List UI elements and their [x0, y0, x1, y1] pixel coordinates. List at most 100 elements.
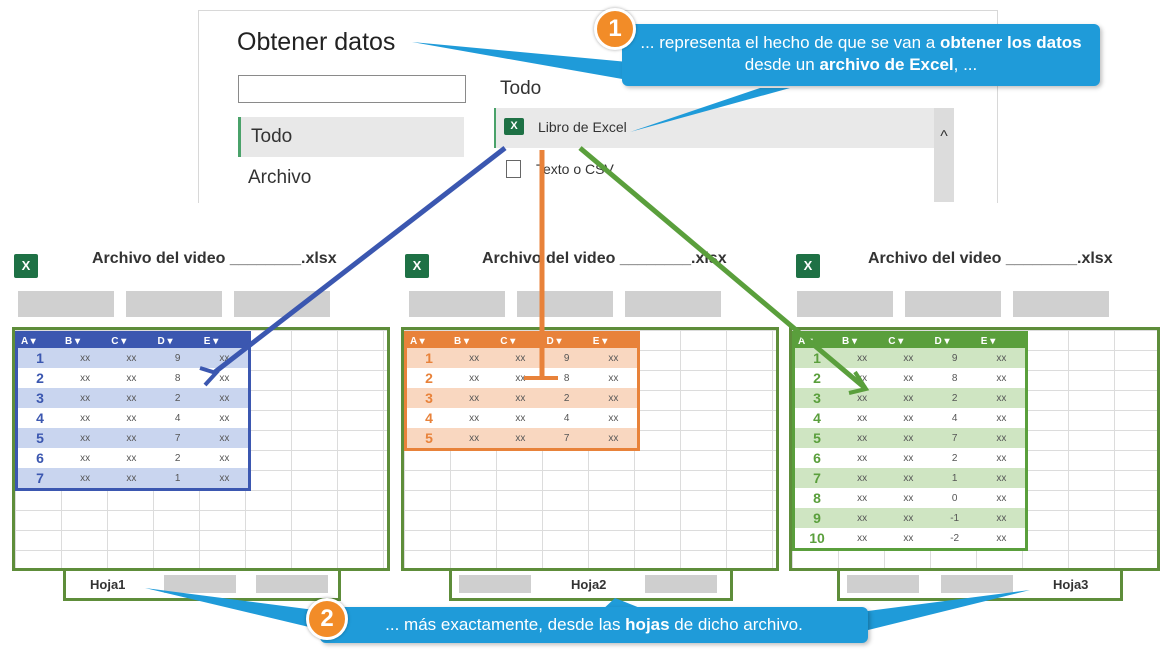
table-cell[interactable]: xx — [469, 352, 480, 364]
sheet-tab[interactable] — [459, 575, 531, 593]
search-input[interactable] — [238, 75, 466, 103]
table-cell[interactable]: xx — [903, 452, 914, 464]
table-cell[interactable]: xx — [608, 432, 619, 444]
table-cell[interactable]: xx — [857, 452, 868, 464]
table-cell[interactable]: xx — [219, 412, 230, 424]
table-cell[interactable]: xx — [857, 372, 868, 384]
table-cell[interactable]: xx — [903, 532, 914, 544]
table-cell[interactable]: 9 — [563, 352, 570, 364]
column-header[interactable]: B ▾ — [62, 332, 109, 348]
table-cell[interactable]: xx — [126, 432, 137, 444]
table-cell[interactable]: 2 — [425, 370, 433, 386]
sheet-tab-hoja2[interactable]: Hoja2 — [571, 577, 607, 592]
table-cell[interactable]: xx — [857, 532, 868, 544]
table-cell[interactable]: 9 — [813, 510, 821, 526]
table-cell[interactable]: xx — [857, 392, 868, 404]
table-cell[interactable]: -1 — [950, 512, 960, 524]
category-todo[interactable]: Todo — [238, 117, 464, 157]
table-cell[interactable]: 4 — [563, 412, 570, 424]
column-header[interactable]: E ▾ — [200, 332, 250, 348]
table-cell[interactable]: xx — [126, 412, 137, 424]
table-cell[interactable]: 5 — [425, 430, 433, 446]
table-cell[interactable]: 3 — [425, 390, 433, 406]
table-cell[interactable]: 4 — [174, 412, 181, 424]
table-cell[interactable]: xx — [469, 432, 480, 444]
table-cell[interactable]: xx — [515, 352, 526, 364]
list-item-excel-workbook[interactable]: X Libro de Excel — [494, 108, 934, 148]
table-cell[interactable]: xx — [219, 432, 230, 444]
table-cell[interactable]: 2 — [563, 392, 570, 404]
table-cell[interactable]: xx — [903, 472, 914, 484]
table-cell[interactable]: xx — [857, 412, 868, 424]
sheet-tab[interactable] — [164, 575, 236, 593]
table-cell[interactable]: 4 — [951, 412, 958, 424]
table-cell[interactable]: xx — [126, 452, 137, 464]
table-cell[interactable]: xx — [80, 352, 91, 364]
table-cell[interactable]: xx — [80, 452, 91, 464]
category-archivo[interactable]: Archivo — [238, 158, 464, 198]
table-cell[interactable]: 9 — [174, 352, 181, 364]
column-header[interactable]: A ▾ — [405, 332, 451, 348]
column-header[interactable]: E ▾ — [977, 332, 1027, 348]
column-header[interactable]: E ▾ — [589, 332, 639, 348]
column-header[interactable]: D ▾ — [543, 332, 590, 348]
table-cell[interactable]: 6 — [813, 450, 821, 466]
table-cell[interactable]: 5 — [36, 430, 44, 446]
table-cell[interactable]: xx — [608, 412, 619, 424]
table-cell[interactable]: 2 — [174, 452, 181, 464]
table-cell[interactable]: xx — [996, 392, 1007, 404]
table-cell[interactable]: xx — [996, 432, 1007, 444]
table-cell[interactable]: xx — [219, 372, 230, 384]
table-cell[interactable]: 2 — [951, 452, 958, 464]
table-cell[interactable]: xx — [469, 412, 480, 424]
table-cell[interactable]: xx — [857, 512, 868, 524]
sheet-tab[interactable] — [847, 575, 919, 593]
table-cell[interactable]: 2 — [36, 370, 44, 386]
table-cell[interactable]: xx — [126, 372, 137, 384]
table-cell[interactable]: 2 — [174, 392, 181, 404]
table-cell[interactable]: xx — [515, 372, 526, 384]
table-cell[interactable]: xx — [996, 492, 1007, 504]
table-cell[interactable]: 8 — [813, 490, 821, 506]
table-cell[interactable]: 6 — [36, 450, 44, 466]
table-cell[interactable]: 8 — [951, 372, 958, 384]
table-cell[interactable]: xx — [903, 492, 914, 504]
sheet-tab[interactable] — [941, 575, 1013, 593]
table-cell[interactable]: 7 — [174, 432, 181, 444]
table-cell[interactable]: xx — [996, 412, 1007, 424]
table-cell[interactable]: xx — [857, 492, 868, 504]
table-cell[interactable]: xx — [515, 392, 526, 404]
column-header[interactable]: B ▾ — [839, 332, 886, 348]
table-cell[interactable]: 10 — [809, 530, 825, 546]
table-cell[interactable]: xx — [219, 392, 230, 404]
table-cell[interactable]: xx — [903, 392, 914, 404]
table-cell[interactable]: 7 — [36, 470, 44, 486]
table-cell[interactable]: 4 — [36, 410, 44, 426]
table-cell[interactable]: xx — [219, 352, 230, 364]
table-cell[interactable]: 2 — [813, 370, 821, 386]
table-cell[interactable]: 7 — [951, 432, 958, 444]
table-cell[interactable]: xx — [857, 432, 868, 444]
table-cell[interactable]: 4 — [425, 410, 433, 426]
scrollbar[interactable] — [934, 108, 954, 202]
table-cell[interactable]: xx — [996, 452, 1007, 464]
table-cell[interactable]: xx — [857, 352, 868, 364]
table-cell[interactable]: xx — [903, 412, 914, 424]
column-header[interactable]: C ▾ — [885, 332, 932, 348]
table-cell[interactable]: xx — [469, 372, 480, 384]
table-cell[interactable]: 1 — [36, 350, 44, 366]
column-header[interactable]: B ▾ — [451, 332, 498, 348]
table-cell[interactable]: xx — [996, 532, 1007, 544]
table-cell[interactable]: xx — [219, 472, 230, 484]
table-cell[interactable]: 9 — [951, 352, 958, 364]
table-cell[interactable]: 1 — [174, 472, 181, 484]
table-cell[interactable]: xx — [126, 352, 137, 364]
table-cell[interactable]: 3 — [36, 390, 44, 406]
table-cell[interactable]: 7 — [563, 432, 570, 444]
table-cell[interactable]: xx — [80, 412, 91, 424]
table-cell[interactable]: xx — [80, 432, 91, 444]
column-header[interactable]: C ▾ — [108, 332, 155, 348]
table-cell[interactable]: xx — [515, 432, 526, 444]
column-header[interactable]: D ▾ — [931, 332, 978, 348]
table-cell[interactable]: xx — [903, 512, 914, 524]
